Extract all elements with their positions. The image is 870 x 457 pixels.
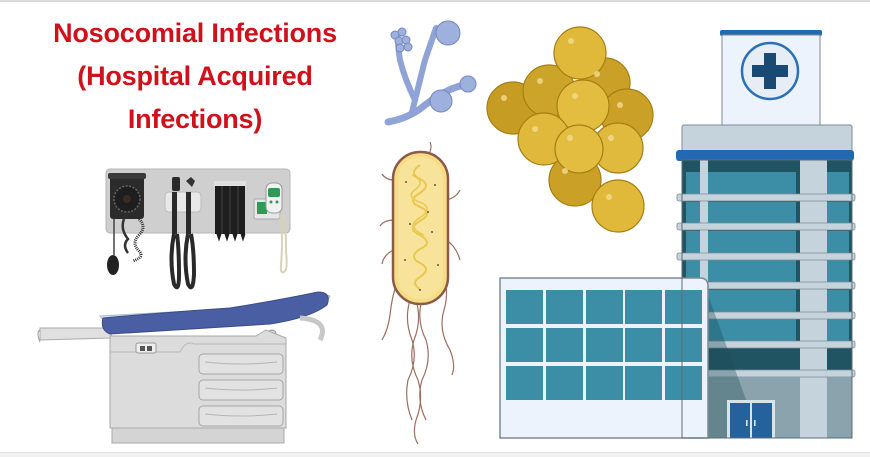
- drawer-icon: [198, 379, 284, 401]
- page-title: Nosocomial Infections (Hospital Acquired…: [0, 12, 390, 141]
- blood-pressure-gauge-icon: [107, 173, 146, 275]
- title-line-3: Infections): [127, 104, 263, 134]
- bottom-border: [0, 452, 870, 457]
- title-line-1: Nosocomial Infections: [53, 18, 337, 48]
- specula-dispenser-icon: [214, 181, 246, 242]
- entrance-door-icon: [727, 400, 775, 438]
- wall-diagnostic-station-icon: [105, 168, 291, 290]
- fungus-icon: [384, 20, 477, 126]
- bacillus-icon: [379, 141, 461, 445]
- drawer-icon: [198, 353, 284, 375]
- exam-table-icon: [37, 291, 331, 444]
- top-border: [0, 0, 870, 2]
- medical-cross-icon: [740, 41, 800, 101]
- cocci-cluster-icon: [486, 26, 654, 233]
- hospital-building-icon: [499, 30, 856, 439]
- otoscope-icon: [164, 177, 202, 290]
- drawer-icon: [198, 405, 284, 427]
- thermometer-icon: [253, 182, 288, 274]
- title-line-2: (Hospital Acquired: [77, 61, 313, 91]
